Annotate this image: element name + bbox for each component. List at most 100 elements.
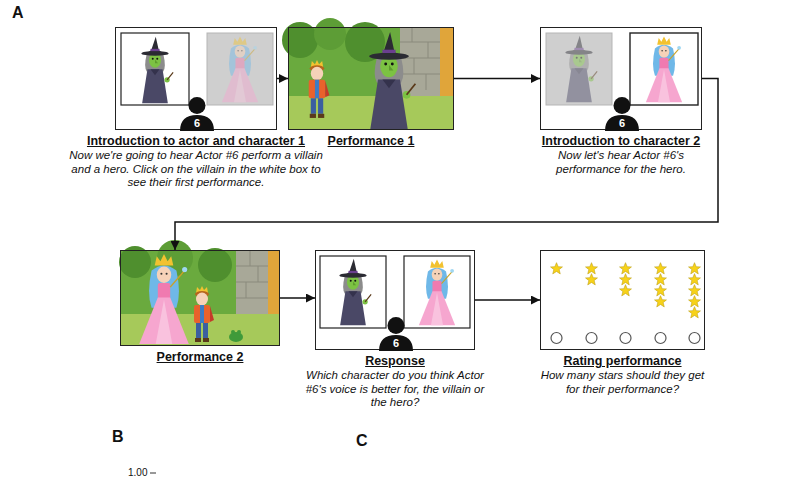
villain-card-dimmed [546, 33, 612, 105]
panel-letter: C [356, 432, 368, 450]
bush [198, 248, 232, 282]
panel-heading: Performance 1 [291, 134, 451, 149]
rating-radio [586, 333, 597, 344]
flow-arrow [454, 78, 540, 80]
rating-stars [551, 263, 701, 344]
hero-card-dimmed [207, 33, 273, 105]
axis-tick-label: 1.00 [128, 467, 147, 478]
rating-radio [655, 333, 666, 344]
panel-frame: Introduction to actor and character 1Now… [115, 27, 277, 130]
star [620, 274, 632, 285]
panel-frame: ResponseWhich character do you think Act… [315, 250, 475, 350]
panel-heading: Introduction to actor and character 1 [65, 134, 327, 149]
axis-tick [150, 473, 156, 474]
actor-silhouette: 6 [378, 317, 414, 351]
villain-card [121, 33, 189, 105]
panel-caption: Introduction to character 2Now let's hea… [541, 134, 701, 176]
rating-radio [689, 333, 700, 344]
intro2-panel-art [546, 33, 698, 105]
star [689, 274, 701, 285]
panel-frame: Performance 2 [120, 250, 280, 346]
bush [314, 18, 346, 50]
flow-arrow [475, 299, 540, 301]
silhouette-head [189, 97, 206, 114]
panel-letter: A [12, 4, 24, 22]
star [551, 263, 563, 274]
panel-heading: Rating performance [540, 354, 705, 369]
witch-figure [565, 36, 597, 102]
panel-heading: Response [303, 354, 488, 369]
panel-caption: Performance 1 [291, 134, 451, 149]
panel-heading: Performance 2 [120, 350, 280, 365]
panel-instruction: Which character do you think Actor #6's … [303, 369, 488, 410]
castle-wall [236, 250, 268, 316]
dimmed-figure [222, 37, 258, 103]
star [689, 263, 701, 274]
actor-silhouette: 6 [604, 97, 640, 131]
actor-number: 6 [378, 337, 414, 350]
hero-card [630, 33, 698, 105]
scene-2 [119, 240, 280, 346]
villain-card [320, 256, 386, 328]
stone-lines [236, 250, 268, 298]
castle-door [268, 250, 280, 316]
frog [229, 332, 243, 342]
princess-figure [222, 37, 258, 103]
actor-number: 6 [179, 117, 215, 130]
frog-eye [231, 330, 235, 334]
panel-frame: Performance 1 [288, 27, 454, 130]
star [586, 263, 598, 274]
silhouette-head [388, 317, 405, 334]
actor-silhouette: 6 [179, 97, 215, 131]
witch-figure [141, 37, 173, 103]
prince-figure [309, 60, 330, 118]
star [620, 285, 632, 296]
star [586, 274, 598, 285]
star [689, 307, 701, 318]
panel-instruction: Now we're going to hear Actor #6 perform… [65, 149, 327, 190]
flow-arrow [280, 297, 315, 299]
panel-caption: ResponseWhich character do you think Act… [303, 354, 488, 410]
witch-figure [339, 259, 371, 325]
stone-lines [400, 27, 440, 90]
panel-caption: Performance 2 [120, 350, 280, 365]
prince-figure [194, 286, 214, 342]
panel-letter: B [112, 428, 124, 446]
castle-door [440, 27, 454, 99]
star [655, 296, 667, 307]
actor-number: 6 [604, 117, 640, 130]
witch-figure [369, 32, 415, 129]
princess-figure [139, 254, 189, 344]
star [689, 285, 701, 296]
silhouette-body [605, 115, 639, 131]
star [655, 285, 667, 296]
princess-figure [419, 260, 455, 326]
star [655, 274, 667, 285]
princess-figure [646, 37, 682, 103]
intro-panel-art [121, 33, 273, 105]
silhouette-body [379, 335, 413, 351]
silhouette-head [614, 97, 631, 114]
silhouette-body [180, 115, 214, 131]
flow-arrow [277, 78, 288, 80]
star [620, 263, 632, 274]
frog-eye [237, 330, 241, 334]
panel-caption: Rating performanceHow many stars should … [540, 354, 705, 396]
hero-card [404, 256, 470, 328]
flow-arrow [175, 79, 718, 251]
scene-1 [282, 18, 454, 130]
star [689, 296, 701, 307]
rating-radio [620, 333, 631, 344]
castle-wall [400, 27, 440, 99]
panel-frame: Rating performanceHow many stars should … [540, 250, 705, 350]
panel-frame: Introduction to character 2Now let's hea… [540, 27, 702, 130]
star [655, 263, 667, 274]
panel-instruction: How many stars should they get for their… [540, 369, 705, 396]
dimmed-figure [565, 36, 597, 102]
panel-instruction: Now let's hear Actor #6's performance fo… [541, 149, 701, 176]
panel-caption: Introduction to actor and character 1Now… [65, 134, 327, 190]
panel-heading: Introduction to character 2 [541, 134, 701, 149]
rating-radio [551, 333, 562, 344]
